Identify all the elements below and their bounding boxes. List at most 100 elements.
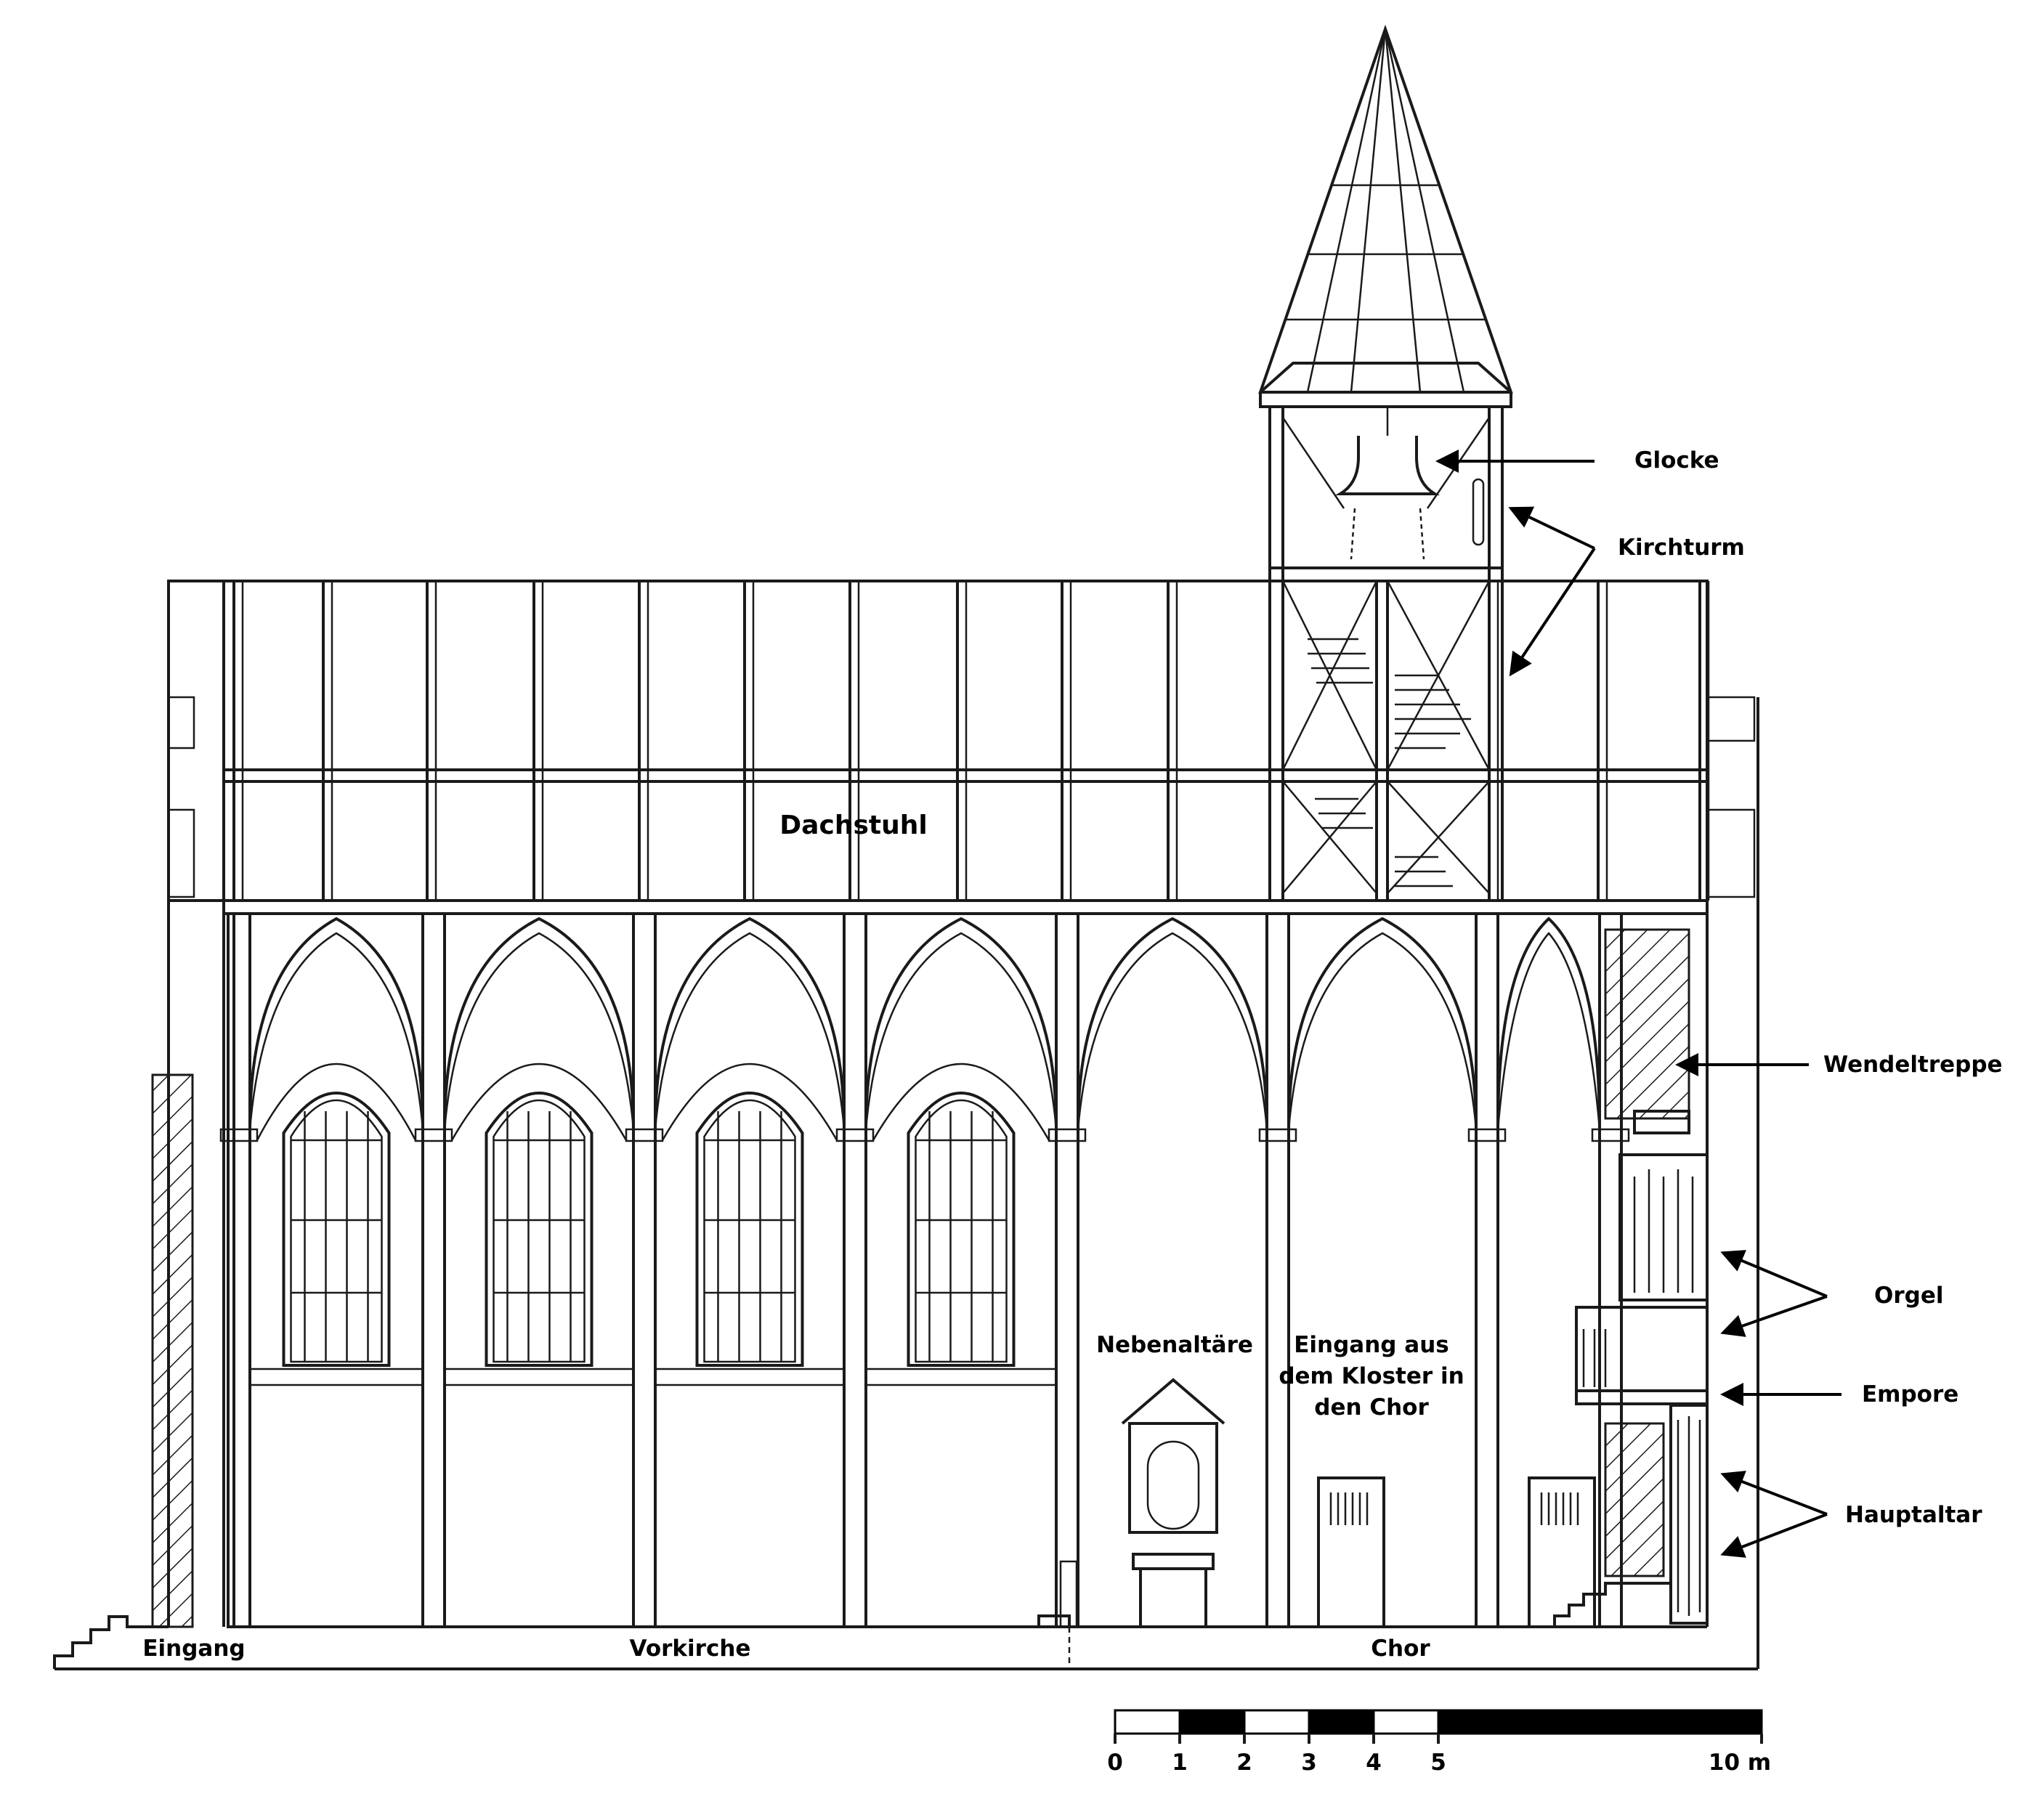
tower-stairs-upper	[1308, 638, 1373, 684]
kloster-label-line3: den Chor	[1314, 1394, 1429, 1421]
nave-window	[248, 1063, 424, 1386]
organ-console	[1575, 1306, 1709, 1392]
tower-braces-lower	[1282, 781, 1490, 894]
roof-eave	[1259, 362, 1512, 394]
ground-and-steps	[53, 1614, 1758, 1670]
kloster-door	[1317, 1476, 1385, 1628]
scale-segment	[1372, 1709, 1440, 1735]
nave-column	[421, 912, 446, 1628]
scale-tick-label: 0	[1107, 1750, 1123, 1776]
side-altar-pediment	[1121, 1378, 1225, 1425]
vault-arch	[1287, 917, 1478, 1130]
hauptaltar-label: Hauptaltar	[1845, 1502, 1982, 1528]
column-capital	[1591, 1128, 1630, 1142]
orgel-arrow-2	[1720, 1295, 1828, 1337]
kirchturm-tower	[1258, 24, 1513, 902]
side-altar-frame	[1128, 1422, 1218, 1534]
tower-stairs-lower-right	[1395, 856, 1453, 887]
scale-tick-label: 5	[1430, 1750, 1446, 1776]
vault-arch	[1077, 917, 1268, 1130]
column-capital	[219, 1128, 259, 1142]
vault-arch-inner	[248, 932, 424, 1130]
scale-segment	[1437, 1709, 1763, 1735]
chor-step	[1037, 1614, 1071, 1627]
kirchturm-arrow-2	[1509, 547, 1596, 677]
tower-stairs-mid	[1395, 674, 1471, 749]
organ-crown	[1633, 1110, 1690, 1134]
bell-icon	[1334, 436, 1441, 495]
roof-posts	[232, 581, 1710, 901]
kirchturm-label: Kirchturm	[1618, 535, 1745, 561]
nave-column	[1265, 912, 1290, 1628]
zone-eingang: Eingang	[142, 1636, 245, 1662]
dachstuhl	[167, 580, 1710, 915]
side-door-grille	[1540, 1492, 1579, 1525]
empore-label: Empore	[1862, 1381, 1958, 1407]
main-altar-columns	[1677, 1416, 1701, 1616]
vault-arch-inner	[1287, 932, 1478, 1130]
vault-arch	[248, 917, 424, 1130]
doors	[1317, 1476, 1596, 1628]
column-capital	[835, 1128, 875, 1142]
vault-arch-inner	[654, 932, 846, 1130]
nave-column	[1475, 912, 1499, 1628]
annotation-arrows	[1435, 450, 1841, 1558]
tower-window	[1472, 478, 1485, 546]
right-wall-hatch-lower	[1604, 1422, 1665, 1577]
scale-tick-label: 1	[1172, 1750, 1188, 1776]
spire	[1258, 24, 1513, 394]
side-altar-mensa	[1139, 1567, 1207, 1628]
dachstuhl-label: Dachstuhl	[779, 811, 927, 840]
hauptaltar-arrow-1	[1720, 1471, 1828, 1516]
kirchturm-arrow-1	[1508, 506, 1595, 550]
vault-arch-inner	[864, 932, 1058, 1130]
scale-segment	[1114, 1709, 1181, 1735]
nave-column	[632, 912, 657, 1628]
spire-ribs	[1306, 28, 1465, 393]
orgel-label: Orgel	[1874, 1283, 1943, 1309]
main-altar-body	[1669, 1404, 1709, 1625]
spire-base	[1259, 392, 1512, 408]
left-wall-hatch	[151, 1073, 194, 1628]
organ-and-main-altar	[1553, 1110, 1709, 1627]
wendeltreppe-label: Wendeltreppe	[1823, 1052, 2003, 1078]
organ-case-upper	[1618, 1153, 1709, 1301]
side-altar-niche	[1146, 1440, 1200, 1530]
walls	[151, 581, 1759, 1669]
labels: Dachstuhl Glocke Kirchturm Wendeltreppe …	[142, 447, 2002, 1662]
vault-arch-inner	[1077, 932, 1268, 1130]
hauptaltar-arrow-2	[1720, 1513, 1828, 1558]
vault-arch	[443, 917, 635, 1130]
scale-tick-label: 4	[1366, 1750, 1382, 1776]
organ-pipes	[1633, 1169, 1694, 1293]
vault-arch	[654, 917, 846, 1130]
column-capital	[1258, 1128, 1297, 1142]
nave-column	[227, 912, 251, 1628]
column-capital	[414, 1128, 453, 1142]
scale-tick-label: 3	[1301, 1750, 1317, 1776]
zone-chor: Chor	[1371, 1636, 1430, 1662]
nave-window	[654, 1063, 846, 1386]
side-door	[1528, 1476, 1596, 1628]
right-wall-hatch-upper	[1604, 928, 1690, 1120]
empore-balcony	[1575, 1389, 1709, 1405]
scale-tick-label: 10 m	[1709, 1750, 1771, 1776]
nave-column	[843, 912, 867, 1628]
vault-arch-inner	[1496, 932, 1601, 1130]
altar-steps	[1553, 1582, 1671, 1627]
nave-window	[443, 1063, 635, 1386]
kloster-door-grille	[1329, 1492, 1369, 1525]
tower-braces-upper	[1281, 580, 1491, 771]
entrance-steps	[53, 1615, 169, 1669]
kloster-label-line2: dem Kloster in	[1279, 1363, 1464, 1389]
kloster-label-line1: Eingang aus	[1294, 1332, 1448, 1358]
nebenaltaere-label: Nebenaltäre	[1096, 1332, 1253, 1358]
vault-arch	[864, 917, 1058, 1130]
column-capital	[1467, 1128, 1507, 1142]
column-capital	[625, 1128, 664, 1142]
scale-segment	[1243, 1709, 1310, 1735]
tower-stairs-lower-left	[1315, 797, 1373, 829]
organ-figures	[1582, 1329, 1607, 1387]
